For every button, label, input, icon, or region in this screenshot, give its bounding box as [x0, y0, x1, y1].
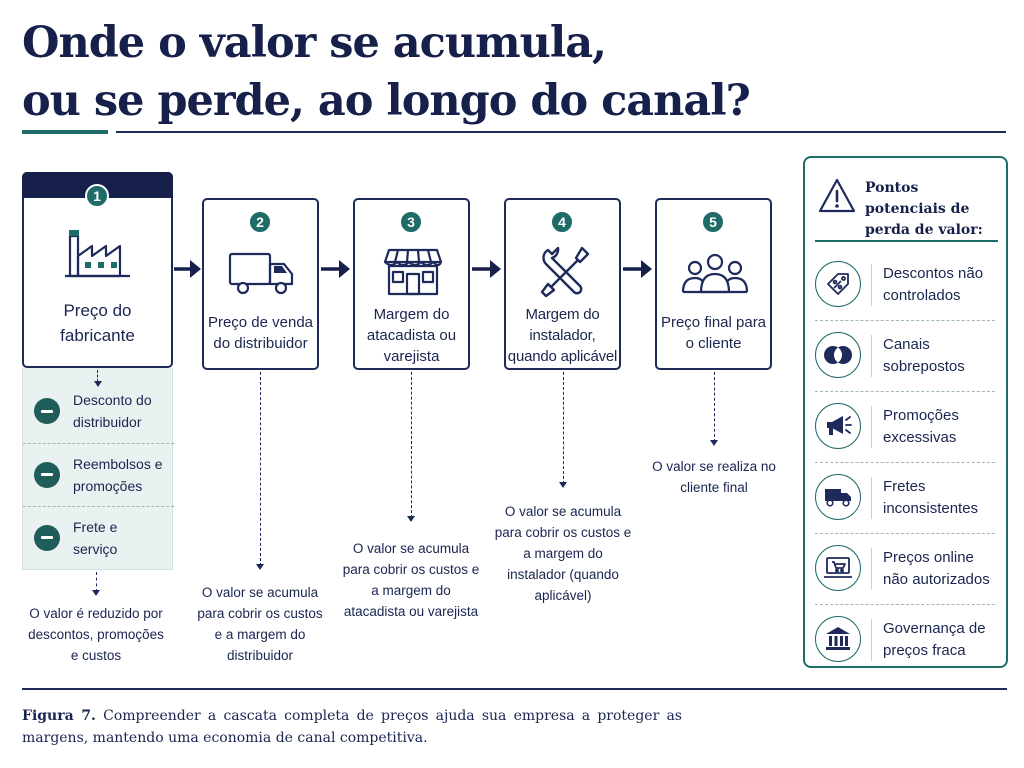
- caption-rule: [22, 688, 1007, 690]
- step-card-4: 4 Margem do instalador, quando aplicável: [504, 198, 621, 370]
- step-label-1: Preço do fabricante: [60, 301, 135, 345]
- connector-arrow: [407, 516, 415, 522]
- step-label-4: Margem do instalador, quando aplicável: [507, 306, 618, 365]
- title-line-1: Onde o valor se acumula,: [22, 18, 607, 68]
- step-card-5: 5 Preço final para o cliente: [655, 198, 772, 370]
- connector-line: [260, 372, 261, 566]
- storefront-icon: [383, 248, 443, 296]
- divider: [871, 548, 872, 590]
- connector-arrow: [92, 590, 100, 596]
- connector-line: [563, 372, 564, 484]
- risk-label: Promoções excessivas: [883, 407, 959, 446]
- list-item: Desconto do distribuidor: [23, 380, 174, 442]
- minus-icon: [34, 524, 60, 551]
- discount-tag-icon: [815, 261, 861, 307]
- list-item: Governança de preços fraca: [805, 604, 1006, 675]
- online-cart-icon: [815, 545, 861, 591]
- value-loss-panel: Pontos potenciais de perda de valor: Des…: [803, 156, 1008, 668]
- connector-arrow: [710, 440, 718, 446]
- flow-arrow-3-4: [472, 260, 501, 278]
- title-line-2: ou se perde, ao longo do canal?: [22, 76, 751, 126]
- risk-label: Fretes inconsistentes: [883, 478, 979, 517]
- warning-icon: [818, 178, 856, 213]
- result-step-2: O valor se acumula para cobrir os custos…: [197, 585, 323, 663]
- flow-arrow-1-2: [174, 260, 201, 278]
- connector-arrow: [94, 381, 102, 387]
- step-number-4: 4: [550, 210, 574, 234]
- panel-title: Pontos potenciais de perda de valor:: [865, 180, 983, 238]
- divider: [871, 406, 872, 448]
- connector-line: [411, 372, 412, 518]
- panel-rule: [815, 240, 998, 242]
- truck-icon: [228, 252, 294, 295]
- list-item: Frete e serviço: [23, 506, 174, 568]
- factory-icon: [65, 230, 130, 278]
- step-card-3: 3 Margem do atacadista ou varejista: [353, 198, 470, 370]
- list-item: Canais sobrepostos: [805, 320, 1006, 391]
- connector-arrow: [559, 482, 567, 488]
- caption-text: Compreender a cascata completa de preços…: [22, 708, 682, 746]
- minus-icon: [34, 398, 60, 424]
- delivery-truck-icon: [815, 474, 861, 520]
- reduction-label: Reembolsos e promoções: [73, 455, 163, 494]
- result-step-1: O valor é reduzido por descontos, promoç…: [28, 606, 164, 663]
- connector-line: [714, 372, 715, 442]
- divider: [871, 477, 872, 519]
- divider: [871, 619, 872, 661]
- reduction-label: Desconto do distribuidor: [73, 392, 152, 430]
- step-number-2: 2: [248, 210, 272, 234]
- flow-arrow-2-3: [321, 260, 350, 278]
- divider: [871, 335, 872, 377]
- list-item: Reembolsos e promoções: [23, 443, 174, 505]
- risk-label: Governança de preços fraca: [883, 620, 986, 659]
- risk-label: Preços online não autorizados: [883, 549, 990, 588]
- caption-label: Figura 7.: [22, 708, 96, 724]
- reductions-list: Desconto do distribuidor Reembolsos e pr…: [22, 368, 174, 570]
- step-label-2: Preço de venda do distribuidor: [207, 314, 314, 352]
- step-card-1: 1 Preço do fabricante: [22, 172, 173, 368]
- step-card-2: 2 Preço de venda do distribuidor: [202, 198, 319, 370]
- title-accent-rule: [22, 130, 108, 134]
- minus-icon: [34, 461, 60, 488]
- figure-caption: Figura 7. Compreender a cascata completa…: [22, 705, 682, 749]
- tools-icon: [540, 246, 590, 298]
- connector-line: [96, 572, 97, 592]
- step-number-5: 5: [701, 210, 725, 234]
- result-step-3: O valor se acumula para cobrir os custos…: [342, 541, 480, 619]
- connector-line: [97, 370, 98, 382]
- result-step-4: O valor se acumula para cobrir os custos…: [494, 504, 632, 603]
- title-rule: [116, 131, 1006, 133]
- list-item: Preços online não autorizados: [805, 533, 1006, 604]
- step-number-3: 3: [399, 210, 423, 234]
- risk-label: Canais sobrepostos: [883, 336, 965, 375]
- overlap-circles-icon: [815, 332, 861, 378]
- connector-arrow: [256, 564, 264, 570]
- reduction-label: Frete e serviço: [73, 518, 118, 557]
- people-icon: [681, 253, 749, 294]
- list-item: Descontos não controlados: [805, 250, 1006, 320]
- step-label-5: Preço final para o cliente: [660, 314, 767, 352]
- result-step-5: O valor se realiza no cliente final: [652, 459, 776, 495]
- list-item: Promoções excessivas: [805, 391, 1006, 462]
- flow-arrow-4-5: [623, 260, 652, 278]
- divider: [871, 264, 872, 306]
- list-item: Fretes inconsistentes: [805, 462, 1006, 533]
- page-title: Onde o valor se acumula, ou se perde, ao…: [22, 14, 922, 130]
- institution-icon: [815, 616, 861, 662]
- step-label-3: Margem do atacadista ou varejista: [366, 306, 457, 365]
- step-number-1: 1: [85, 184, 109, 208]
- megaphone-icon: [815, 403, 861, 449]
- risk-label: Descontos não controlados: [883, 265, 984, 304]
